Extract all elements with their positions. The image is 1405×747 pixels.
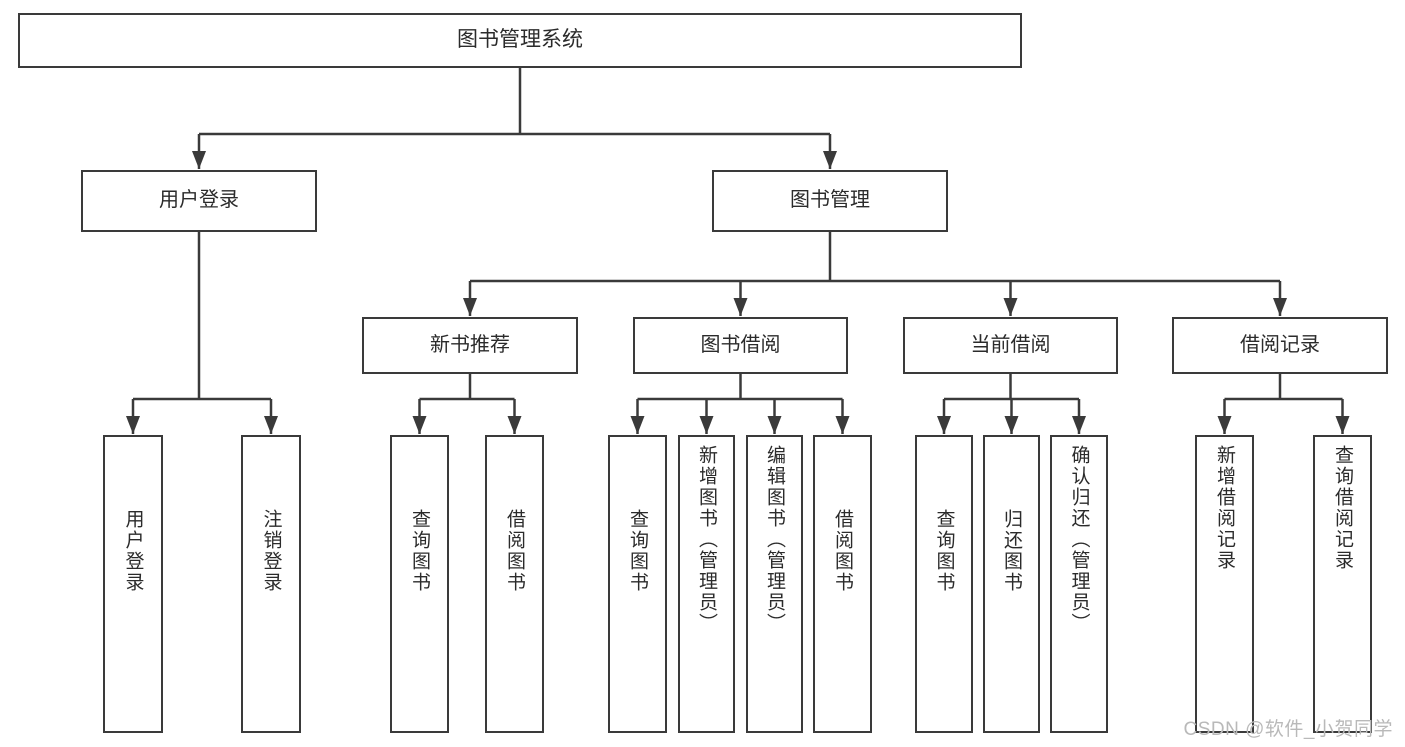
- arrowhead-icon: [835, 416, 850, 434]
- leaf-leaf-add-book[interactable]: 新增图书（管理员）: [678, 435, 735, 733]
- node-label: 查询借阅记录: [1332, 445, 1353, 571]
- node-label: 图书借阅: [700, 333, 781, 356]
- arrowhead-icon: [733, 298, 748, 316]
- arrowhead-icon: [192, 151, 206, 169]
- node-user-login[interactable]: 用户登录: [81, 170, 317, 232]
- node-label: 借阅记录: [1240, 333, 1320, 356]
- node-label: 查询图书: [933, 509, 955, 593]
- node-label: 确认归还（管理员）: [1068, 445, 1090, 634]
- leaf-leaf-borrow-book-2[interactable]: 借阅图书: [813, 435, 872, 733]
- arrowhead-icon: [1273, 298, 1287, 316]
- node-label: 借阅图书: [832, 509, 853, 593]
- node-label: 用户登录: [122, 509, 144, 593]
- leaf-leaf-borrow-book-1[interactable]: 借阅图书: [485, 435, 544, 733]
- leaf-leaf-add-record[interactable]: 新增借阅记录: [1195, 435, 1254, 733]
- node-label: 当前借阅: [970, 333, 1051, 356]
- arrowhead-icon: [126, 416, 140, 434]
- arrowhead-icon: [767, 416, 782, 434]
- arrowhead-icon: [264, 416, 278, 434]
- leaf-leaf-confirm-return[interactable]: 确认归还（管理员）: [1050, 435, 1108, 733]
- leaf-leaf-query-record[interactable]: 查询借阅记录: [1313, 435, 1372, 733]
- node-book-manage[interactable]: 图书管理: [712, 170, 948, 232]
- arrowhead-icon: [412, 416, 427, 434]
- node-label: 图书管理系统: [457, 28, 583, 52]
- leaf-leaf-logout[interactable]: 注销登录: [241, 435, 301, 733]
- node-root[interactable]: 图书管理系统: [18, 13, 1022, 68]
- watermark: CSDN @软件_小贺同学: [1183, 719, 1393, 740]
- node-label: 注销登录: [260, 509, 282, 593]
- node-current-borrow[interactable]: 当前借阅: [903, 317, 1118, 374]
- node-label: 新书推荐: [430, 333, 510, 356]
- node-label: 新增图书（管理员）: [696, 445, 717, 634]
- arrowhead-icon: [630, 416, 645, 434]
- leaf-leaf-query-book-1[interactable]: 查询图书: [390, 435, 449, 733]
- node-book-borrow[interactable]: 图书借阅: [633, 317, 848, 374]
- leaf-leaf-query-book-3[interactable]: 查询图书: [915, 435, 973, 733]
- node-label: 编辑图书（管理员）: [764, 445, 785, 634]
- arrowhead-icon: [1335, 416, 1350, 434]
- node-new-book-recommend[interactable]: 新书推荐: [362, 317, 578, 374]
- arrowhead-icon: [937, 416, 951, 434]
- arrowhead-icon: [1072, 416, 1086, 434]
- arrowhead-icon: [507, 416, 522, 434]
- node-label: 图书管理: [790, 189, 870, 212]
- arrowhead-icon: [1004, 416, 1019, 434]
- arrowhead-icon: [1003, 298, 1018, 316]
- leaf-leaf-query-book-2[interactable]: 查询图书: [608, 435, 667, 733]
- leaf-leaf-edit-book[interactable]: 编辑图书（管理员）: [746, 435, 803, 733]
- arrowhead-icon: [463, 298, 477, 316]
- node-label: 归还图书: [1001, 509, 1022, 593]
- node-label: 查询图书: [627, 509, 648, 593]
- node-label: 用户登录: [159, 189, 239, 212]
- leaf-leaf-user-login[interactable]: 用户登录: [103, 435, 163, 733]
- node-label: 借阅图书: [504, 509, 525, 593]
- arrowhead-icon: [699, 416, 714, 434]
- arrowhead-icon: [823, 151, 837, 169]
- node-label: 查询图书: [409, 509, 430, 593]
- node-label: 新增借阅记录: [1214, 445, 1235, 571]
- leaf-leaf-return-book[interactable]: 归还图书: [983, 435, 1040, 733]
- node-borrow-record[interactable]: 借阅记录: [1172, 317, 1388, 374]
- arrowhead-icon: [1217, 416, 1232, 434]
